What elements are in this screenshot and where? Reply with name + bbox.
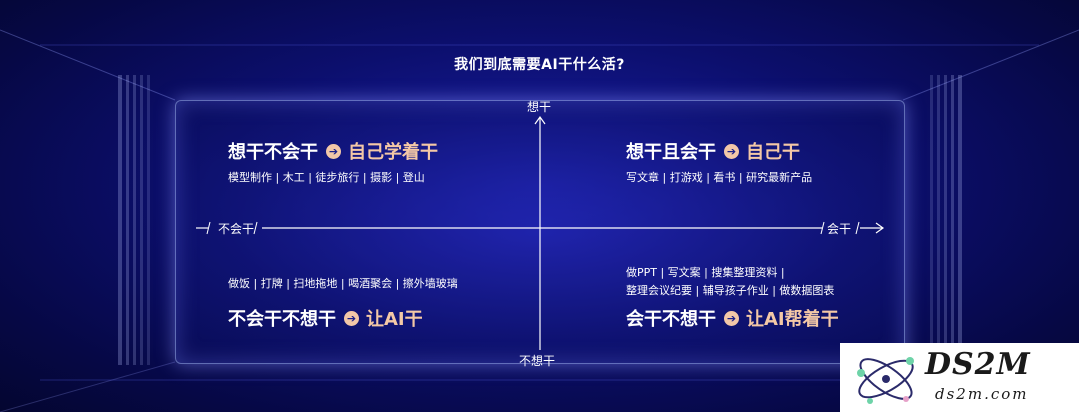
axis-label-bottom: 不想干 <box>519 354 556 368</box>
quadrant-heading-text: 会干不想干 <box>626 309 716 330</box>
axis-label-top: 想干 <box>527 100 552 114</box>
quadrant-top-right-items: 写文章 | 打游戏 | 看书 | 研究最新产品 <box>626 171 813 184</box>
watermark-main-text: DS2M <box>925 347 1031 382</box>
arrow-right-icon: ➔ <box>344 310 359 326</box>
quadrant-top-left-items: 模型制作 | 木工 | 徒步旅行 | 摄影 | 登山 <box>228 171 425 184</box>
quadrant-heading-text: 想干且会干 <box>626 142 716 163</box>
atom-logo-icon <box>857 357 914 404</box>
arrow-right-icon: ➔ <box>326 143 341 159</box>
quadrant-bottom-left-items: 做饭 | 打牌 | 扫地拖地 | 喝酒聚会 | 擦外墙玻璃 <box>228 277 458 290</box>
watermark-sub-text: ds2m.com <box>935 385 1029 403</box>
arrow-right-icon: ➔ <box>724 310 739 326</box>
quadrant-action-text: 自己干 <box>746 142 800 163</box>
axis-label-right: 会干 <box>827 222 852 236</box>
quadrant-bottom-right-items-line2: 整理会议纪要 | 辅导孩子作业 | 做数据图表 <box>626 284 835 297</box>
quadrant-top-left-heading: 想干不会干 ➔ 自己学着干 <box>228 138 438 164</box>
quadrant-action-text: 让AI干 <box>366 309 423 330</box>
quadrant-bottom-right-heading: 会干不想干 ➔ 让AI帮着干 <box>626 305 839 331</box>
quadrant-heading-text: 想干不会干 <box>228 142 318 163</box>
quadrant-top-right-heading: 想干且会干 ➔ 自己干 <box>626 138 800 164</box>
quadrant-action-text: 让AI帮着干 <box>746 309 839 330</box>
quadrant-action-text: 自己学着干 <box>348 142 438 163</box>
horizontal-axis-arrowhead <box>875 222 885 234</box>
vertical-axis-arrowhead <box>534 115 546 125</box>
quadrant-bottom-right-items-line1: 做PPT | 写文案 | 搜集整理资料 | <box>626 266 785 279</box>
watermark-logo: DS2M ds2m.com <box>840 343 1079 412</box>
quadrant-bottom-left-heading: 不会干不想干 ➔ 让AI干 <box>228 305 423 331</box>
quadrant-heading-text: 不会干不想干 <box>228 309 336 330</box>
arrow-right-icon: ➔ <box>724 143 739 159</box>
page-title: 我们到底需要AI干什么活? <box>454 57 625 73</box>
axis-label-left: 不会干 <box>218 222 255 236</box>
